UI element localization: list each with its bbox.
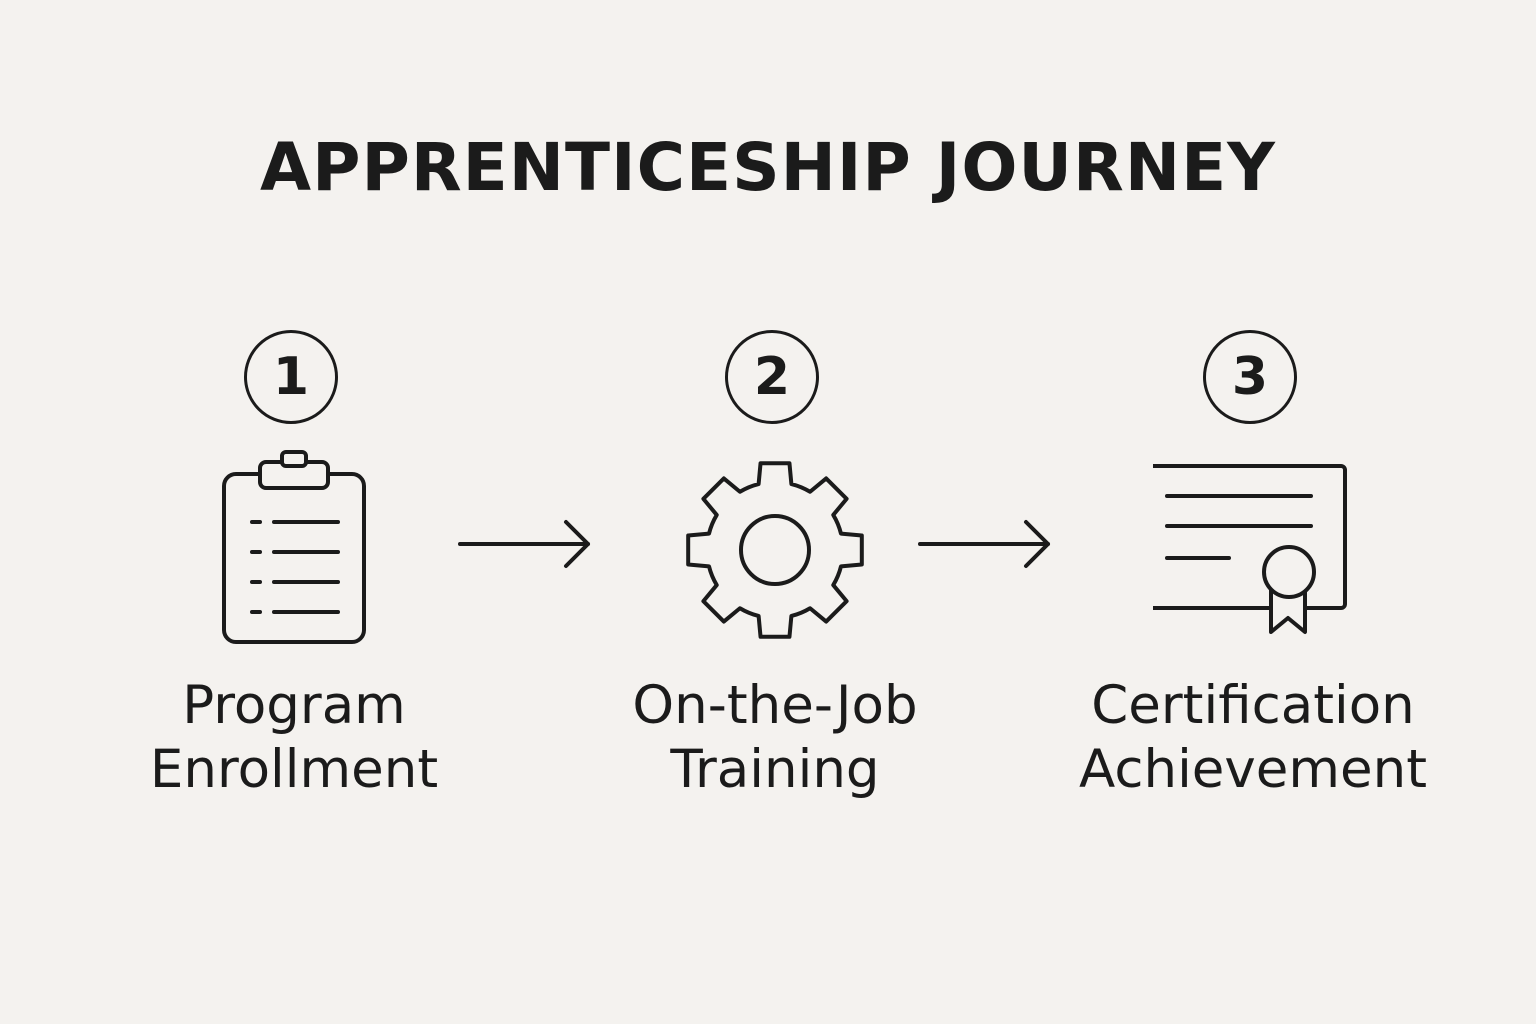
step-program-enrollment: 1 Program Enrollment xyxy=(104,330,484,810)
step-label-line-2: Achievement xyxy=(1079,739,1427,800)
step-label-line-1: Certification xyxy=(1091,675,1415,736)
step-label-line-1: Program xyxy=(182,675,406,736)
step-label: Certification Achievement xyxy=(1063,674,1443,802)
step-label: On-the-Job Training xyxy=(585,674,965,802)
diagram-title: APPRENTICESHIP JOURNEY xyxy=(260,129,1276,206)
step-label: Program Enrollment xyxy=(104,674,484,802)
step-label-line-2: Training xyxy=(670,739,880,800)
arrow-right-icon xyxy=(916,512,1056,576)
step-label-line-2: Enrollment xyxy=(149,739,439,800)
gear-icon xyxy=(675,450,875,650)
arrow-right-icon xyxy=(456,512,596,576)
step-label-line-1: On-the-Job xyxy=(632,675,918,736)
certificate-icon xyxy=(1153,450,1353,650)
step-number-badge: 2 xyxy=(725,330,819,424)
step-number-badge: 1 xyxy=(244,330,338,424)
step-certification-achievement: 3 Certification Achievement xyxy=(1063,330,1443,810)
step-number-badge: 3 xyxy=(1203,330,1297,424)
clipboard-icon xyxy=(194,450,394,650)
step-on-the-job-training: 2 On-the-Job Training xyxy=(585,330,965,810)
